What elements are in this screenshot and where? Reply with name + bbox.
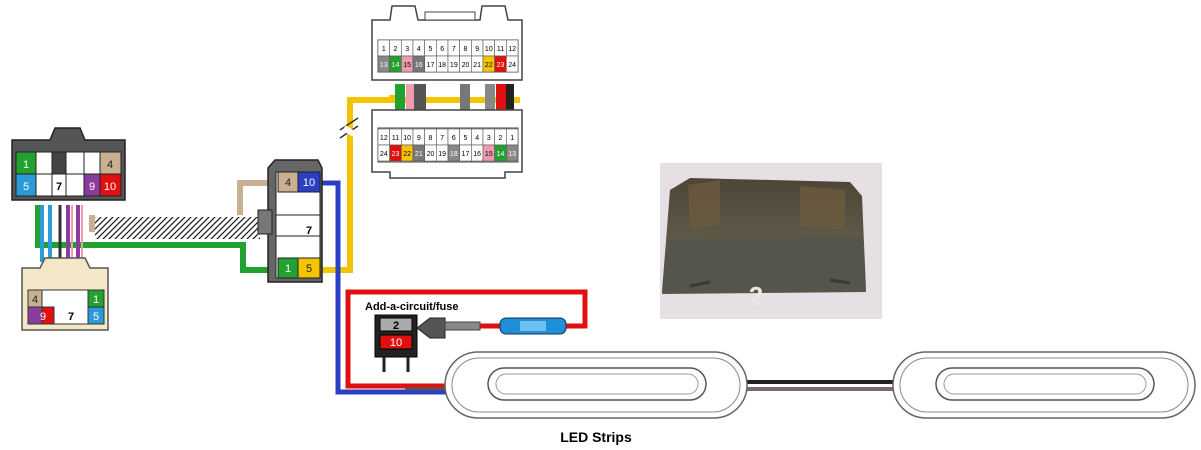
lower-left-connector: 4 9 7 1 5 xyxy=(21,257,109,331)
wire-green xyxy=(35,205,270,273)
add-circuit-label: Add-a-circuit/fuse xyxy=(365,301,459,313)
bottom-row1-pin-label: 3 xyxy=(487,135,491,142)
lower-pin-7: 7 xyxy=(68,311,74,323)
top-row1-pin-label: 3 xyxy=(405,46,409,53)
bottom-row1-pin-label: 6 xyxy=(452,135,456,142)
wire-lightblue xyxy=(40,205,52,262)
top-row2-cell xyxy=(506,55,519,73)
bottom-row1-pin-label: 1 xyxy=(510,135,514,142)
top-row1-pin-label: 5 xyxy=(429,46,433,53)
top-row1-pin-label: 9 xyxy=(475,46,479,53)
wire-tan xyxy=(89,180,268,232)
top-row1-pin-label: 4 xyxy=(417,46,421,53)
top-row1-pin-label: 7 xyxy=(452,46,456,53)
lower-pin-9: 9 xyxy=(40,311,46,323)
bottom-row2-cell xyxy=(506,144,519,162)
middle-pin-7: 7 xyxy=(306,225,312,237)
top-row1-pin-label: 1 xyxy=(382,46,386,53)
top-row2-pin-label: 21 xyxy=(473,62,481,69)
fuse-rating-text: 2 xyxy=(749,281,763,311)
add-circuit-fuse-bottom: 10 xyxy=(390,337,402,349)
bottom-row2-pin-label: 16 xyxy=(473,151,481,158)
bottom-row2-pin-label: 14 xyxy=(497,151,505,158)
bottom-row1-pin-label: 4 xyxy=(475,135,479,142)
bottom-row1-pin-label: 8 xyxy=(429,135,433,142)
middle-pin-5: 5 xyxy=(306,263,312,275)
bottom-row2-pin-label: 19 xyxy=(438,151,446,158)
bottom-row1-pin-label: 12 xyxy=(380,135,388,142)
top-row2-pin-label: 19 xyxy=(450,62,458,69)
top-row1-pin-label: 12 xyxy=(508,46,516,53)
left-pin-1: 1 xyxy=(23,159,29,171)
top-row1-pin-label: 6 xyxy=(440,46,444,53)
top-row2-pin-label: 15 xyxy=(403,62,411,69)
bottom-row1-pin-label: 7 xyxy=(440,135,444,142)
bottom-row2-pin-label: 18 xyxy=(450,151,458,158)
led-strips-label: LED Strips xyxy=(560,429,632,445)
bottom-row2-pin-label: 13 xyxy=(508,151,516,158)
top-row2-pin-label: 14 xyxy=(392,62,400,69)
left-pin-7: 7 xyxy=(56,181,62,193)
wires xyxy=(35,84,900,395)
bottom-row2-pin-label: 15 xyxy=(485,151,493,158)
wire-blue xyxy=(322,180,455,395)
add-circuit-fuse-top: 2 xyxy=(393,320,399,332)
top-row2-pin-label: 17 xyxy=(427,62,435,69)
top-row1-pin-label: 11 xyxy=(497,46,504,53)
bottom-row1-pin-label: 5 xyxy=(464,135,468,142)
left-pin-10: 10 xyxy=(104,181,116,193)
top-row1-pin-label: 8 xyxy=(464,46,468,53)
top-row2-pin-label: 23 xyxy=(497,62,505,69)
add-a-circuit: Add-a-circuit/fuse 2 10 xyxy=(365,301,567,372)
bottom-row2-pin-label: 20 xyxy=(427,151,435,158)
left-pin-9: 9 xyxy=(89,181,95,193)
middle-pin-1: 1 xyxy=(285,263,291,275)
bottom-row2-pin-label: 23 xyxy=(392,151,400,158)
lower-pin-1: 1 xyxy=(93,294,99,306)
bottom-row1-pin-label: 9 xyxy=(417,135,421,142)
top-row2-pin-label: 20 xyxy=(462,62,470,69)
bottom-row2-pin-label: 24 xyxy=(380,151,388,158)
bottom-row2-pin-label: 21 xyxy=(415,151,423,158)
left-pin-4: 4 xyxy=(107,159,113,171)
middle-connector: 4 10 7 1 5 xyxy=(257,159,323,283)
wire-purple xyxy=(66,205,80,262)
left-pin-5: 5 xyxy=(23,181,29,193)
wire-red xyxy=(345,289,588,389)
led-strip-2 xyxy=(892,351,1196,419)
top-row2-pin-label: 22 xyxy=(485,62,493,69)
mini-fuse-image: 2 xyxy=(660,163,882,319)
middle-pin-10: 10 xyxy=(303,177,315,189)
bottom-row2-pin-label: 17 xyxy=(462,151,470,158)
top-row2-pin-label: 16 xyxy=(415,62,423,69)
left-connector: 1 4 5 9 10 7 xyxy=(11,127,126,201)
middle-pin-4: 4 xyxy=(285,177,291,189)
lower-pin-4: 4 xyxy=(32,294,38,306)
bottom-row1-pin-label: 2 xyxy=(499,135,503,142)
led-strip-1 xyxy=(444,351,748,419)
lower-pin-5: 5 xyxy=(93,311,99,323)
top-row2-pin-label: 18 xyxy=(438,62,446,69)
top-row1-pin-label: 10 xyxy=(485,46,493,53)
top-row2-pin-label: 13 xyxy=(380,62,388,69)
bottom-row2-pin-label: 22 xyxy=(403,151,411,158)
bottom-row1-pin-label: 10 xyxy=(403,135,411,142)
top-row1-pin-label: 2 xyxy=(394,46,398,53)
bottom-row1-pin-label: 11 xyxy=(392,135,399,142)
top-row2-pin-label: 24 xyxy=(508,62,516,69)
